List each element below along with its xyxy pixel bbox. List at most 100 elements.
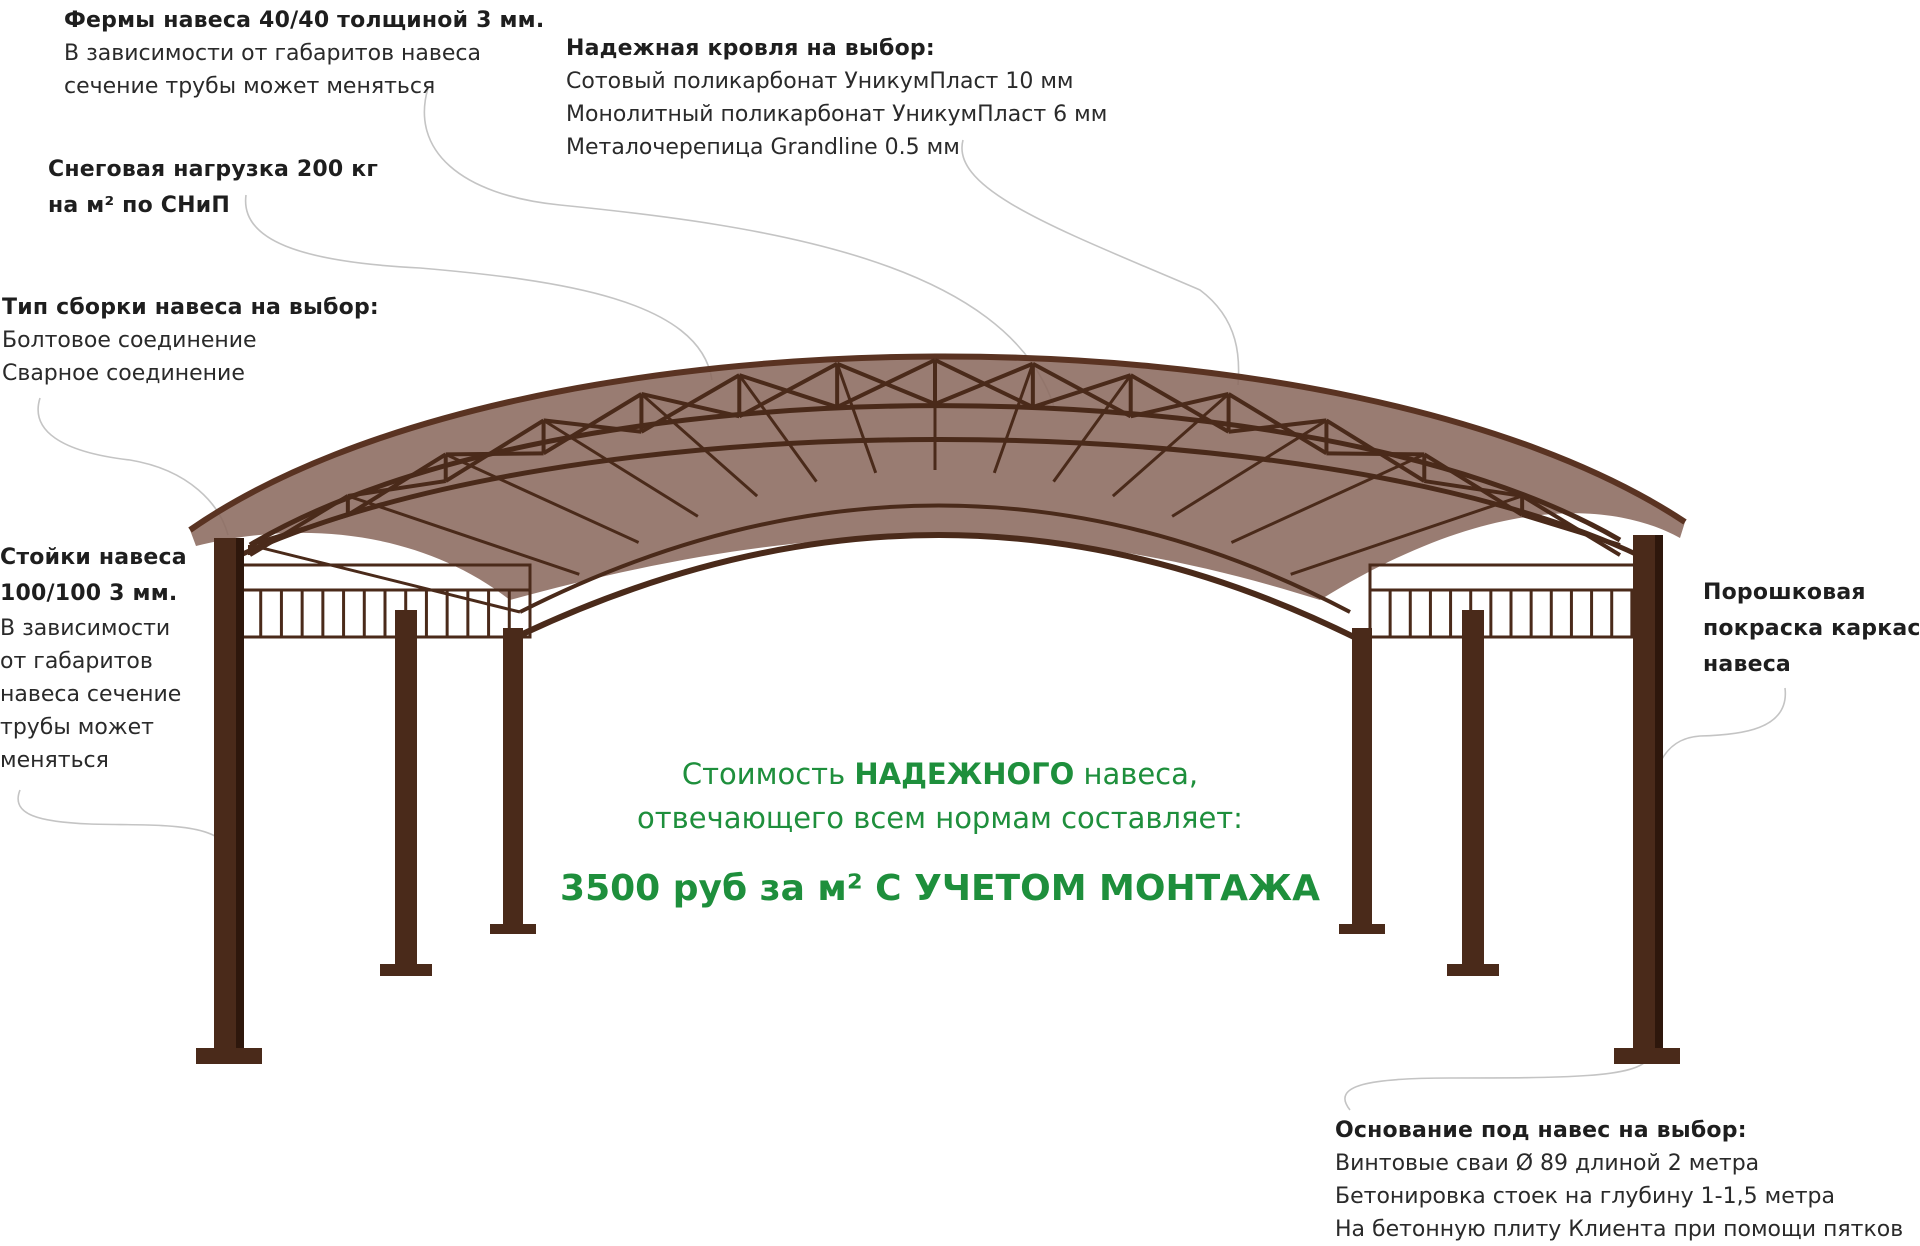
note-posts-line-2: от габаритов xyxy=(0,649,153,674)
roof-purlin xyxy=(249,543,521,614)
note-roof-head: Надежная кровля на выбор: xyxy=(566,36,935,61)
note-roof-line-2: Монолитный поликарбонат УникумПласт 6 мм xyxy=(566,102,1108,127)
note-assembly-line-2: Сварное соединение xyxy=(2,361,245,386)
promo-line-1-bold: НАДЕЖНОГО xyxy=(854,757,1075,791)
leader-snow xyxy=(244,194,713,381)
post-front-left-shade xyxy=(236,538,244,1054)
rear-arch-inner xyxy=(519,503,1351,614)
truss-brace xyxy=(836,358,936,409)
roof-purlin xyxy=(347,494,580,576)
post-mid-right xyxy=(1462,610,1484,970)
note-snow: Снеговая нагрузка 200 кг на м² по СНиП xyxy=(48,152,378,224)
post-front-right-base xyxy=(1614,1048,1680,1064)
note-paint-head-1: Порошковая xyxy=(1703,580,1866,605)
post-mid-left xyxy=(395,610,417,970)
roof-panel xyxy=(190,356,1685,600)
note-posts-line-4: трубы может xyxy=(0,715,154,740)
post-mid-left-base xyxy=(380,964,432,976)
note-assembly-head: Тип сборки навеса на выбор: xyxy=(2,295,379,320)
note-roof-line-3: Металочерепица Grandline 0.5 мм xyxy=(566,135,960,160)
note-posts-head-1: Стойки навеса xyxy=(0,545,187,570)
truss-brace xyxy=(444,418,545,483)
roof-purlin xyxy=(992,363,1035,474)
leader-lines xyxy=(17,87,1786,1111)
note-paint-head-3: навеса xyxy=(1703,652,1791,677)
note-trusses-line-2: сечение трубы может меняться xyxy=(64,74,436,99)
truss-brace xyxy=(347,479,447,498)
truss-brace xyxy=(640,373,741,434)
truss-brace xyxy=(445,451,544,457)
post-back-right-base xyxy=(1339,924,1385,934)
note-posts: Стойки навеса 100/100 3 мм. В зависимост… xyxy=(0,540,187,777)
post-front-left-base xyxy=(196,1048,262,1064)
roof-purlin xyxy=(445,453,640,544)
note-posts-line-3: навеса сечение xyxy=(0,682,182,707)
post-front-right-shade xyxy=(1655,535,1663,1055)
truss-brace xyxy=(249,513,349,547)
truss-brace xyxy=(1326,451,1425,457)
truss-brace xyxy=(543,418,642,434)
promo-line-1: Стоимость НАДЕЖНОГО навеса, xyxy=(560,752,1320,796)
note-base-line-3: На бетонную плиту Клиента при помощи пят… xyxy=(1335,1217,1904,1242)
note-base: Основание под навес на выбор: Винтовые с… xyxy=(1335,1114,1903,1246)
truss-brace xyxy=(1521,494,1622,557)
promo-price: 3500 руб за м² С УЧЕТОМ МОНТАЖА xyxy=(560,868,1320,909)
note-roof-line-1: Сотовый поликарбонат УникумПласт 10 мм xyxy=(566,69,1074,94)
roof-purlin xyxy=(1230,453,1425,544)
note-base-line-1: Винтовые сваи Ø 89 длиной 2 метра xyxy=(1335,1151,1760,1176)
leader-posts xyxy=(17,789,233,861)
promo-line-1-post: навеса, xyxy=(1074,757,1199,791)
lattice-bars xyxy=(238,590,1654,637)
truss-brace xyxy=(1032,373,1132,409)
roof-front-edge xyxy=(188,353,1687,533)
promo-line-1-pre: Стоимость xyxy=(681,757,855,791)
truss-brace xyxy=(248,494,349,557)
truss-brace xyxy=(1423,479,1523,498)
roof-purlin xyxy=(1052,374,1132,483)
roof-purlin xyxy=(542,419,699,518)
note-snow-head-2: на м² по СНиП xyxy=(48,193,230,218)
post-mid-right-base xyxy=(1447,964,1499,976)
note-paint: Порошковая покраска каркаса навеса xyxy=(1703,575,1920,683)
promo-line-2: отвечающего всем нормам составляет: xyxy=(637,801,1243,835)
roof-purlin xyxy=(1111,392,1230,498)
rear-arch xyxy=(508,532,1362,643)
roof xyxy=(188,353,1687,643)
truss-brace xyxy=(542,392,643,456)
truss-brace xyxy=(934,361,1034,406)
note-assembly: Тип сборки навеса на выбор: Болтовое сое… xyxy=(2,291,379,390)
truss-brace xyxy=(738,362,839,419)
roof-purlin xyxy=(835,363,878,474)
leader-assembly xyxy=(37,397,229,536)
post-back-left xyxy=(503,628,523,930)
roof-purlin xyxy=(640,392,759,498)
note-trusses-line-1: В зависимости от габаритов навеса xyxy=(64,41,481,66)
note-base-head: Основание под навес на выбор: xyxy=(1335,1118,1747,1143)
note-paint-head-2: покраска каркаса xyxy=(1703,616,1920,641)
note-snow-head-1: Снеговая нагрузка 200 кг xyxy=(48,157,379,182)
truss-brace xyxy=(1325,418,1426,483)
truss-brace xyxy=(1521,513,1621,547)
roof-purlin xyxy=(738,374,818,483)
note-base-line-2: Бетонировка стоек на глубину 1-1,5 метра xyxy=(1335,1184,1835,1209)
truss-brace xyxy=(1228,418,1327,434)
note-posts-line-1: В зависимости xyxy=(0,616,171,641)
roof-purlin xyxy=(1171,419,1328,518)
truss-brace xyxy=(1423,452,1524,517)
leader-paint xyxy=(1651,687,1786,801)
posts xyxy=(196,535,1680,1064)
post-back-left-base xyxy=(490,924,536,934)
truss-brace xyxy=(346,452,447,517)
truss-brace xyxy=(1130,392,1230,419)
price-promo: Стоимость НАДЕЖНОГО навеса, отвечающего … xyxy=(560,752,1320,914)
note-roof: Надежная кровля на выбор: Сотовый полика… xyxy=(566,32,1107,164)
post-back-right xyxy=(1352,628,1372,930)
note-posts-head-2: 100/100 3 мм. xyxy=(0,581,178,606)
note-trusses: Фермы навеса 40/40 толщиной 3 мм. В зави… xyxy=(64,4,544,103)
note-trusses-head: Фермы навеса 40/40 толщиной 3 мм. xyxy=(64,8,545,33)
truss-brace xyxy=(1227,392,1328,456)
note-posts-line-5: меняться xyxy=(0,748,109,773)
truss-bracing xyxy=(248,358,1622,614)
roof-purlin xyxy=(1290,494,1523,576)
